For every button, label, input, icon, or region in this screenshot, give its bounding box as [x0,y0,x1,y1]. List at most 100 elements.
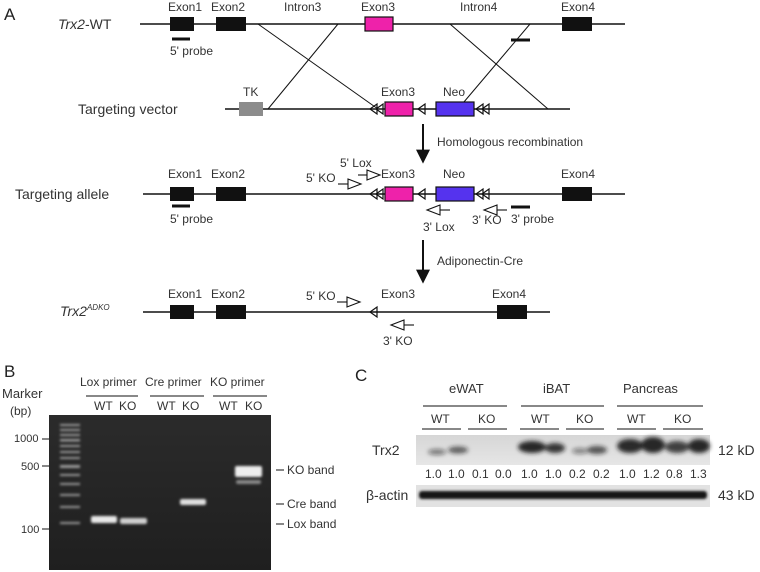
intron3-label: Intron3 [284,0,322,14]
blot-lane-6-label: KO [674,412,691,426]
wt-exon4 [562,17,592,31]
vector-exon3 [384,101,414,117]
neo-label: Neo [443,85,465,99]
adko-exon2-label: Exon2 [211,287,245,301]
allele-exon3 [384,186,414,202]
recombination-label: Homologous recombination [437,135,583,149]
quant-9: 1.0 [619,467,636,481]
lox-band-wt [91,516,117,523]
vector-exon3-label: Exon3 [381,85,415,99]
quant-4: 0.0 [495,467,512,481]
actin-band [419,491,707,499]
band-annotations: KO band Cre band Lox band [276,463,336,531]
adko-row: Trx2ADKO Exon1 Exon2 Exon3 Exon4 5' KO 3… [60,287,550,348]
allele-exon2 [216,187,246,201]
tk-label: TK [243,85,258,99]
quant-1: 1.0 [425,467,442,481]
trx2-bands [428,437,710,455]
tissue-pancreas: Pancreas [623,381,678,396]
lox-band-ko [120,518,147,524]
vector-row: Targeting vector TK Exon3 Neo [78,85,570,117]
allele-exon1 [170,187,194,201]
ko-band [235,466,262,477]
quant-10: 1.2 [643,467,660,481]
adko-exon2 [216,305,246,319]
quant-2: 1.0 [448,467,465,481]
marker-unit: (bp) [10,404,31,418]
primer-group-cre: Cre primer [145,375,202,389]
allele-3-probe-label: 3' probe [511,212,554,226]
ko-band-label: KO band [287,463,334,477]
vector-loxp-sites [368,102,490,116]
adko-exon4-label: Exon4 [492,287,526,301]
panel-c: C eWAT iBAT Pancreas WT KO WT KO WT KO T… [355,366,755,507]
blot-lane-1-label: WT [431,412,450,426]
quant-7: 0.2 [569,467,586,481]
allele-exon3-label: Exon3 [381,167,415,181]
quant-3: 0.1 [472,467,489,481]
lox-band-label: Lox band [287,517,336,531]
allele-5-ko-label: 5' KO [306,171,336,185]
wt-exon2 [216,17,246,31]
gel-lane-4-label: KO [182,399,199,413]
wt-exon1 [170,17,194,31]
blot-lane-4-label: KO [576,412,593,426]
adko-exon3-label: Exon3 [381,287,415,301]
neo-cassette [435,101,475,117]
allele-exon2-label: Exon2 [211,167,245,181]
allele-row-label: Targeting allele [15,186,109,202]
gel-lane-5-label: WT [219,399,238,413]
cre-label: Adiponectin-Cre [437,254,523,268]
wt-exon4-label: Exon4 [561,0,595,14]
panel-c-letter: C [355,366,367,385]
adko-primers [337,296,414,331]
allele-primers [338,169,507,216]
agarose-gel [49,415,271,570]
panel-a: A Trx2-WT Exon1 Exon2 Intron3 Exon3 Intr… [4,0,625,348]
adko-5-ko-label: 5' KO [306,289,336,303]
wt-exon2-label: Exon2 [211,0,245,14]
allele-exon1-label: Exon1 [168,167,202,181]
blot-lane-3-label: WT [531,412,550,426]
adko-exon1-label: Exon1 [168,287,202,301]
allele-3-lox-label: 3' Lox [423,220,455,234]
allele-5-probe-label: 5' probe [170,212,213,226]
wt-5-probe-label: 5' probe [170,44,213,58]
adko-exon1 [170,305,194,319]
marker-ticks: 1000 500 100 [14,433,49,536]
wt-exon1-label: Exon1 [168,0,202,14]
adko-3-ko-label: 3' KO [383,334,413,348]
gel-background [49,415,271,570]
vector-row-label: Targeting vector [78,101,178,117]
quant-5: 1.0 [521,467,538,481]
tick-100: 100 [21,524,39,536]
trx2-label: Trx2 [372,442,400,458]
gel-bands [91,466,262,524]
actin-size: 43 kD [718,487,755,503]
blot-lane-2-label: KO [478,412,495,426]
tissue-ibat: iBAT [543,381,570,396]
gel-lane-3-label: WT [157,399,176,413]
allele-exon4 [562,187,592,201]
gel-lane-1-label: WT [94,399,113,413]
allele-3-ko-label: 3' KO [472,213,502,227]
quant-11: 0.8 [666,467,683,481]
quant-8: 0.2 [593,467,610,481]
intron4-label: Intron4 [460,0,498,14]
adko-loxp-site [368,305,378,319]
quant-12: 1.3 [690,467,707,481]
actin-blot: β-actin 43 kD [366,485,755,507]
primer-group-ko: KO primer [210,375,265,389]
primer-group-lox: Lox primer [80,375,137,389]
allele-5-lox-label: 5' Lox [340,156,372,170]
panel-b-letter: B [4,362,15,381]
tk-cassette [239,102,263,116]
quant-6: 1.0 [545,467,562,481]
cre-band-ko [180,499,206,505]
tissue-ewat: eWAT [449,381,484,396]
wt-exon3-label: Exon3 [361,0,395,14]
allele-neo-label: Neo [443,167,465,181]
adko-exon4 [497,305,527,319]
gel-lane-6-label: KO [245,399,262,413]
